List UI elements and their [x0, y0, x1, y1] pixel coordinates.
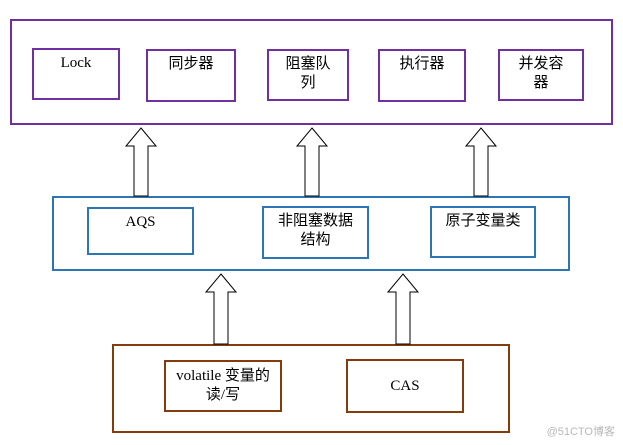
atomic-variable-label: 原子变量类 — [445, 213, 521, 229]
atomic-variable-box: 原子变量类 — [430, 206, 536, 258]
blocking-queue-label: 阻塞队列 — [285, 56, 331, 91]
arrow-up-icon — [295, 127, 329, 197]
arrow-up-icon — [386, 273, 420, 345]
executor-box: 执行器 — [378, 49, 466, 102]
arrow-up-icon — [204, 273, 238, 345]
lock-box: Lock — [32, 48, 120, 100]
lock-label: Lock — [60, 55, 92, 71]
volatile-box: volatile 变量的读/写 — [164, 360, 282, 412]
blocking-queue-box: 阻塞队列 — [267, 49, 349, 101]
cas-box: CAS — [346, 359, 464, 413]
arrow-up-icon — [124, 127, 158, 197]
concurrent-container-box: 并发容器 — [498, 49, 584, 101]
watermark-text: @51CTO博客 — [546, 426, 615, 438]
aqs-box: AQS — [87, 207, 194, 255]
executor-label: 执行器 — [399, 56, 445, 72]
volatile-label: volatile 变量的读/写 — [176, 368, 270, 403]
concurrent-container-label: 并发容器 — [518, 56, 564, 91]
aqs-label: AQS — [125, 214, 156, 230]
synchronizer-label: 同步器 — [168, 56, 214, 72]
cas-label: CAS — [390, 377, 420, 394]
non-blocking-structure-box: 非阻塞数据结构 — [262, 206, 369, 259]
synchronizer-box: 同步器 — [146, 49, 236, 102]
arrow-up-icon — [464, 127, 498, 197]
non-blocking-structure-label: 非阻塞数据结构 — [277, 213, 353, 248]
